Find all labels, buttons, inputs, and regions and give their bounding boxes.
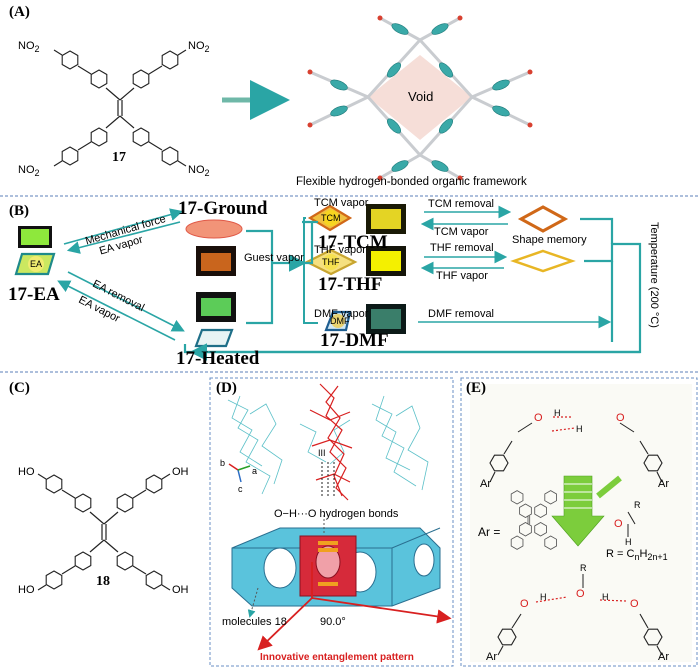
shape-memory-label: Shape memory [512, 234, 587, 246]
parallel-marker: III [318, 448, 326, 458]
hydrogen-label-roh: H [625, 537, 632, 547]
tag-tcm: TCM [321, 213, 341, 223]
compound-18-number: 18 [96, 574, 110, 589]
thf-removal-label: THF removal [430, 242, 494, 254]
axis-a-label: a [252, 466, 258, 476]
thf-vapor-back-label: THF vapor [436, 270, 488, 282]
temperature-label: Temperature (200 °C) [648, 222, 660, 328]
tag-thf: THF [322, 257, 340, 267]
panel-a-label: (A) [9, 4, 30, 20]
molecules-18-label: molecules 18 [222, 616, 287, 628]
hydrogen-label-bottom-left: H [540, 592, 547, 602]
hydrogen-bonds-label: O−H···O hydrogen bonds [274, 508, 399, 520]
panel-b-label: (B) [9, 203, 29, 219]
axis-b-label: b [220, 458, 226, 468]
no2-label-top-right: NO2 [188, 40, 210, 55]
oxygen-label-top-left: O [534, 412, 543, 424]
ar-label-bottom-right: Ar [658, 651, 669, 663]
thf-vapor-label: THF vapor [314, 244, 366, 256]
hydrogen-label-top-right: H [576, 424, 583, 434]
no2-label-top-left: NO2 [18, 40, 40, 55]
oxygen-label-bottom-right: O [630, 598, 639, 610]
oxygen-label-roh: O [614, 518, 623, 530]
axis-c-label: c [238, 484, 243, 494]
ho-label-top: HO [18, 466, 35, 478]
label-17-dmf: 17-DMF [320, 330, 389, 351]
tag-ea: EA [30, 259, 43, 269]
molecule-17-structure [53, 49, 187, 167]
panel-d-label: (D) [216, 380, 237, 396]
panel-e-label: (E) [466, 380, 486, 396]
ho-label-bottom: HO [18, 584, 35, 596]
label-17-tcm: 17-TCM [318, 232, 388, 253]
ar-label-top-right: Ar [658, 478, 669, 490]
label-17-thf: 17-THF [318, 274, 383, 295]
compound-17-number: 17 [112, 150, 126, 165]
ar-label-bottom-left: Ar [486, 651, 497, 663]
hof-framework [307, 15, 533, 181]
hof-caption: Flexible hydrogen-bonded organic framewo… [296, 176, 527, 188]
tcm-removal-label: TCM removal [428, 198, 495, 210]
label-17-heated: 17-Heated [176, 348, 260, 369]
hydrogen-label-top-left: H [554, 408, 561, 418]
angle-label: 90.0° [320, 616, 346, 628]
tcm-vapor-back-label: TCM vapor [434, 226, 489, 238]
panel-d-graphics [227, 383, 452, 651]
r-label-bottom: R [580, 563, 587, 573]
dmf-removal-label: DMF removal [428, 308, 495, 320]
panel-e-graphics [470, 384, 692, 662]
panel-dividers [0, 195, 699, 667]
no2-label-bottom-right: NO2 [188, 164, 210, 179]
oxygen-label-bottom-left: O [520, 598, 529, 610]
panel-c-label: (C) [9, 380, 30, 396]
hydrogen-label-bottom-center: H [602, 592, 609, 602]
label-17-ground: 17-Ground [178, 198, 268, 219]
oxygen-label-bottom-center: O [576, 588, 585, 600]
guest-vapor-label: Guest vapor [244, 252, 304, 264]
label-17-ea: 17-EA [8, 284, 60, 305]
oh-label-top: OH [172, 466, 189, 478]
r-label-roh: R [634, 500, 641, 510]
void-label: Void [408, 89, 434, 104]
tag-dmf: DMF [330, 316, 350, 326]
panel-b-graphics [14, 204, 642, 361]
no2-label-bottom-left: NO2 [18, 164, 40, 179]
tcm-vapor-label: TCM vapor [314, 197, 369, 209]
ar-definition: Ar = [478, 525, 501, 539]
dmf-vapor-label: DMF vapor [314, 308, 369, 320]
oxygen-label-top-right: O [616, 412, 625, 424]
ar-label-top-left: Ar [480, 478, 491, 490]
molecule-18-structure [37, 473, 171, 591]
entanglement-caption: Innovative entanglement pattern [260, 652, 414, 663]
oh-label-bottom: OH [172, 584, 189, 596]
r-definition: R = CnH2n+1 [606, 548, 668, 563]
